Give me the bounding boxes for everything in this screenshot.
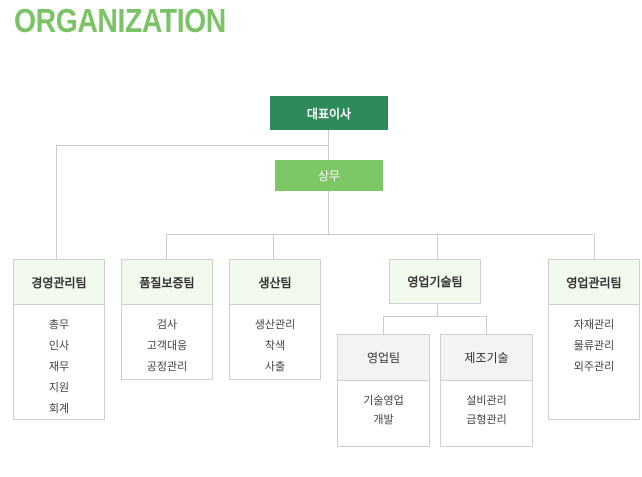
team-item: 고객대응 (146, 339, 188, 352)
team-sales-tech: 영업기술팀 (389, 259, 481, 304)
team-items: 검사 고객대응 공정관리 (122, 305, 212, 377)
subteam-item: 기술영업 (363, 394, 404, 407)
sangmu-box: 상무 (275, 160, 383, 191)
team-items: 총무 인사 재무 지원 회계 (14, 305, 104, 419)
subteam-item: 개발 (373, 413, 394, 426)
team-item: 물류관리 (573, 339, 615, 352)
team-item: 재무 (48, 360, 70, 373)
team-item: 총무 (48, 318, 70, 331)
team-title: 생산팀 (230, 260, 320, 305)
team-management: 경영관리팀 총무 인사 재무 지원 회계 (13, 259, 105, 420)
subteam-item: 금형관리 (466, 413, 507, 426)
subteam-sales: 영업팀 기술영업 개발 (337, 334, 430, 447)
team-item: 인사 (48, 339, 70, 352)
team-item: 사출 (264, 360, 286, 373)
subteam-item: 설비관리 (466, 394, 507, 407)
team-item: 회계 (48, 402, 70, 415)
page-title: ORGANIZATION (14, 2, 226, 39)
team-item: 검사 (156, 318, 178, 331)
team-item: 공정관리 (146, 360, 188, 373)
subteam-title: 제조기술 (441, 335, 532, 381)
team-item: 착색 (264, 339, 286, 352)
team-title: 영업관리팀 (549, 260, 639, 305)
team-items: 생산관리 착색 사출 (230, 305, 320, 377)
team-title: 경영관리팀 (14, 260, 104, 305)
subteam-items: 설비관리 금형관리 (441, 381, 532, 429)
team-item: 자재관리 (573, 318, 615, 331)
team-item: 지원 (48, 381, 70, 394)
ceo-box: 대표이사 (270, 96, 388, 130)
team-item: 생산관리 (254, 318, 296, 331)
team-quality: 품질보증팀 검사 고객대응 공정관리 (121, 259, 213, 380)
subteam-title: 영업팀 (338, 335, 429, 381)
subteam-items: 기술영업 개발 (338, 381, 429, 429)
team-title: 영업기술팀 (390, 260, 480, 303)
team-item: 외주관리 (573, 360, 615, 373)
team-production: 생산팀 생산관리 착색 사출 (229, 259, 321, 380)
team-sales-management: 영업관리팀 자재관리 물류관리 외주관리 (548, 259, 640, 420)
team-items: 자재관리 물류관리 외주관리 (549, 305, 639, 377)
team-title: 품질보증팀 (122, 260, 212, 305)
subteam-manufacturing-tech: 제조기술 설비관리 금형관리 (440, 334, 533, 447)
